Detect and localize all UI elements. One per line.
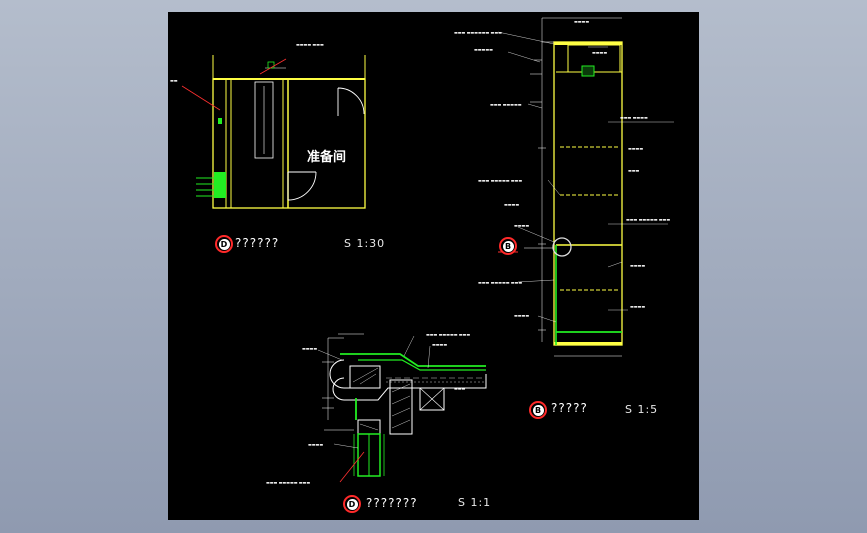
section-b <box>497 17 674 357</box>
detail-b-scale: S 1:5 <box>625 403 659 416</box>
room-label: 准备间 <box>307 150 347 165</box>
cad-drawing <box>181 17 674 483</box>
cad-viewport[interactable]: ▬▬▬▬ ▬▬▬ ▬▬ ▬▬▬ ▬▬▬▬▬▬ ▬▬▬ ▬▬▬▬▬ ▬▬▬▬ ▬▬… <box>168 12 699 520</box>
detail-d-section-badge: D <box>343 495 361 513</box>
detail-d-section-title: ??????? <box>366 496 418 510</box>
detail-d-plan-title: ?????? <box>235 236 280 250</box>
detail-d-plan-scale: S 1:30 <box>344 237 386 250</box>
plan-view <box>181 55 366 209</box>
detail-d-plan-badge: D <box>215 235 233 253</box>
detail-b-title: ????? <box>551 401 588 415</box>
detail-b-letter: B <box>532 404 544 416</box>
detail-b-badge: B <box>529 401 547 419</box>
detail-d-plan-letter: D <box>218 238 230 250</box>
detail-d-section-scale: S 1:1 <box>458 496 492 509</box>
section-marker-b: B <box>499 237 517 255</box>
section-marker-b-letter: B <box>502 240 514 252</box>
detail-d-section-letter: D <box>346 498 358 510</box>
detail-d <box>317 333 487 483</box>
